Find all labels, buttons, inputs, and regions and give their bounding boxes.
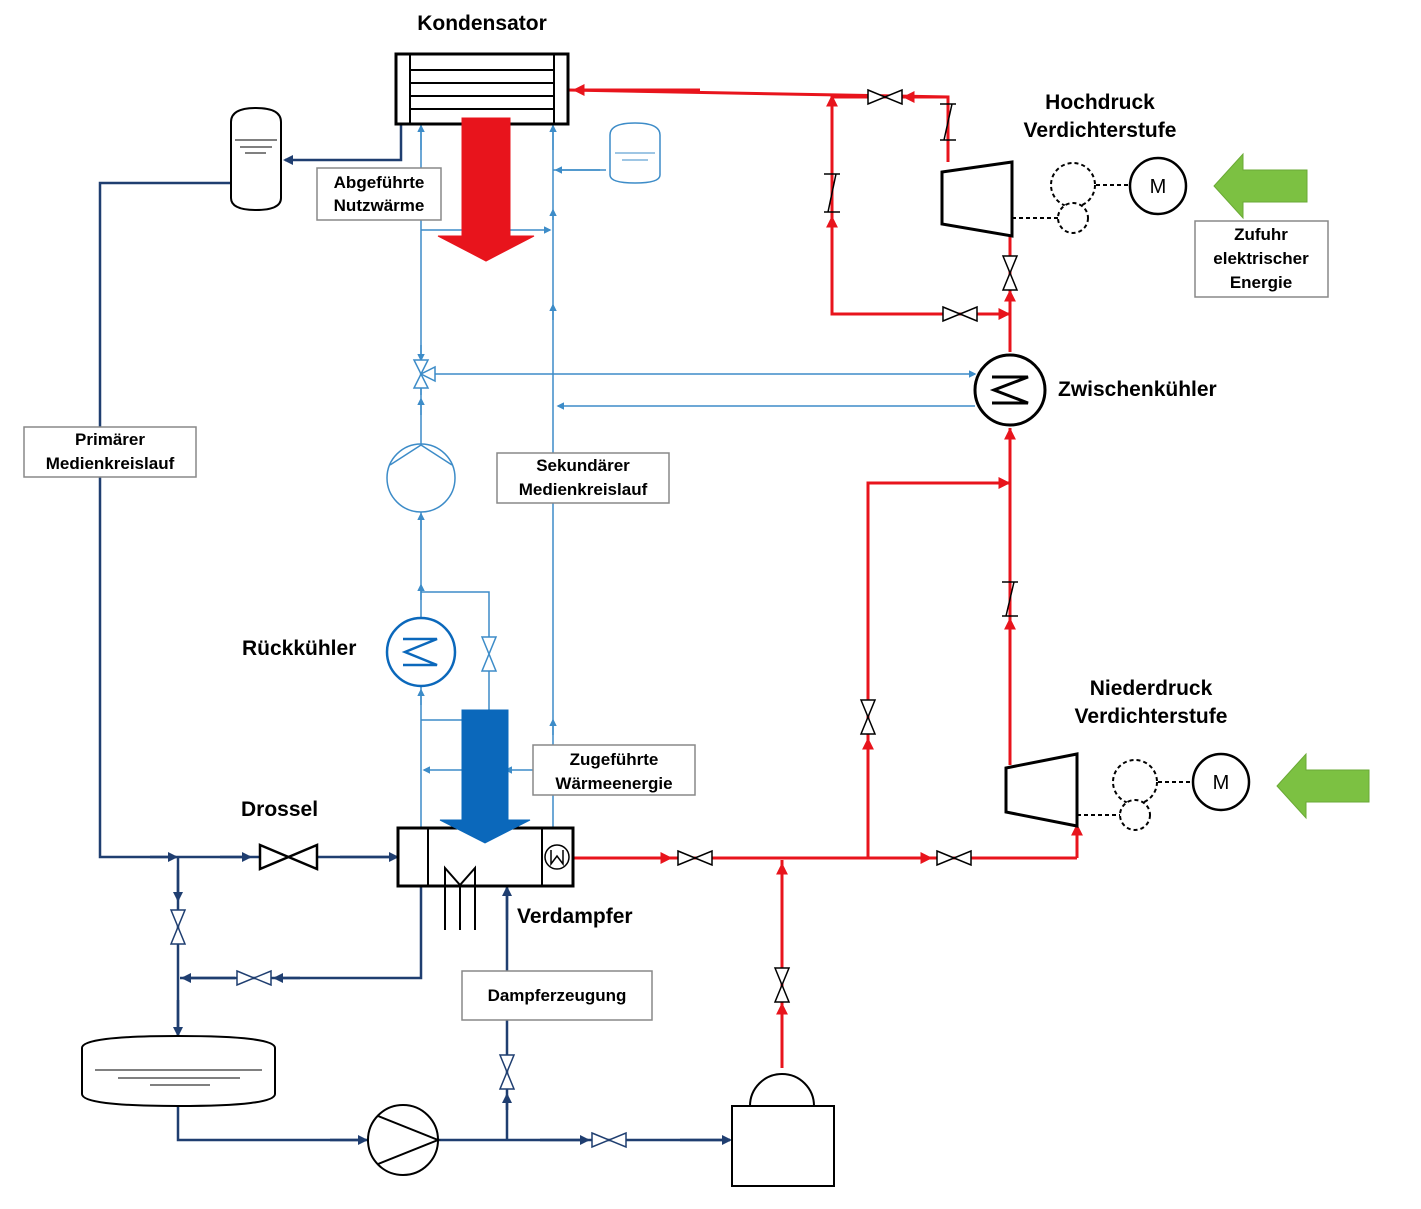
- valve-icon: [236, 969, 272, 987]
- throttle-valve-icon: [258, 843, 319, 871]
- hochdruck-compressor-icon: [940, 160, 1130, 238]
- check-valve-icon: [1002, 581, 1018, 617]
- secondary-pump-icon: [386, 443, 456, 513]
- valve-icon: [942, 305, 978, 323]
- pipe-bypass-lp: [866, 481, 1010, 858]
- rueckkuehler-icon: [385, 616, 457, 688]
- refrigerant-valves: [677, 88, 1019, 1003]
- box-zufuhr: [1194, 220, 1329, 298]
- box-primaer: [23, 426, 197, 478]
- zwischenkuehler-icon: [973, 353, 1047, 427]
- box-zufuhr-line1: Zufuhr: [1234, 225, 1288, 244]
- label-drossel: Drossel: [241, 798, 318, 821]
- box-zufuhr-line3: Energie: [1230, 273, 1292, 292]
- label-rueckkuehler: Rückkühler: [242, 637, 356, 660]
- box-zugefuehrte-line2: Wärmeenergie: [555, 774, 672, 793]
- feed-pump-icon: [367, 1104, 441, 1176]
- label-zwischenkuehler: Zwischenkühler: [1058, 378, 1217, 401]
- label-niederdruck-1: Niederdruck: [1090, 677, 1213, 700]
- refrigerant-circuit: [567, 84, 1083, 1068]
- valve-icon: [859, 699, 877, 735]
- box-primaer-line2: Medienkreislauf: [46, 454, 175, 473]
- pipe-bypass-rueckkuehler: [421, 591, 490, 637]
- pipe-evap-return: [180, 886, 423, 980]
- pipe-primary-loop: [98, 181, 395, 859]
- box-abgefuehrte-line2: Nutzwärme: [334, 196, 425, 215]
- box-zufuhr-line2: elektrischer: [1213, 249, 1309, 268]
- motor-label-niederdruck: M: [1213, 772, 1230, 794]
- heat-input-arrow-icon: [439, 709, 531, 844]
- box-dampferzeugung: [461, 970, 653, 1021]
- label-niederdruck-2: Verdichterstufe: [1075, 705, 1228, 728]
- expansion-tank-icon: [609, 122, 661, 184]
- check-valves: [824, 103, 1018, 617]
- kondensator-icon: [394, 52, 570, 126]
- valve-icon: [936, 849, 972, 867]
- pipe-tank-pump: [176, 1105, 368, 1142]
- label-hochdruck-2: Verdichterstufe: [1024, 119, 1177, 142]
- valve-icon: [867, 88, 903, 106]
- storage-tank-icon: [81, 1034, 276, 1108]
- valve-icon: [480, 636, 498, 672]
- box-dampferzeugung-text: Dampferzeugung: [488, 986, 627, 1005]
- box-sekundaer-line2: Medienkreislauf: [519, 480, 648, 499]
- hochdruck-motor-icon: [1128, 156, 1188, 216]
- motor-label-hochdruck: M: [1150, 176, 1167, 198]
- energy-input-arrow-hp-icon: [1213, 152, 1308, 220]
- box-abgefuehrte: [316, 167, 442, 221]
- label-kondensator: Kondensator: [417, 12, 547, 35]
- valve-icon: [1001, 255, 1019, 291]
- heat-output-arrow-icon: [437, 117, 535, 262]
- energy-input-arrow-lp-icon: [1276, 752, 1370, 820]
- niederdruck-motor-icon: [1191, 752, 1251, 812]
- label-hochdruck-1: Hochdruck: [1045, 91, 1155, 114]
- primary-valves: [169, 909, 627, 1149]
- label-verdampfer: Verdampfer: [517, 905, 633, 928]
- box-sekundaer: [496, 452, 670, 504]
- three-way-valve-icon: [412, 359, 436, 389]
- steam-generator-icon: [731, 1073, 835, 1187]
- valve-icon: [498, 1054, 516, 1090]
- check-valve-icon: [824, 173, 840, 213]
- valve-icon: [773, 967, 791, 1003]
- box-zugefuehrte: [532, 744, 696, 796]
- valve-icon: [169, 909, 187, 945]
- box-zugefuehrte-line1: Zugeführte: [570, 750, 659, 769]
- valve-icon: [591, 1131, 627, 1149]
- collector-tank-icon: [230, 106, 282, 212]
- check-valve-icon: [940, 103, 956, 141]
- box-abgefuehrte-line1: Abgeführte: [334, 173, 425, 192]
- box-sekundaer-line1: Sekundärer: [536, 456, 630, 475]
- box-primaer-line1: Primärer: [75, 430, 145, 449]
- valve-icon: [677, 849, 713, 867]
- pipe-condensate: [283, 125, 403, 165]
- niederdruck-compressor-icon: [1004, 752, 1192, 831]
